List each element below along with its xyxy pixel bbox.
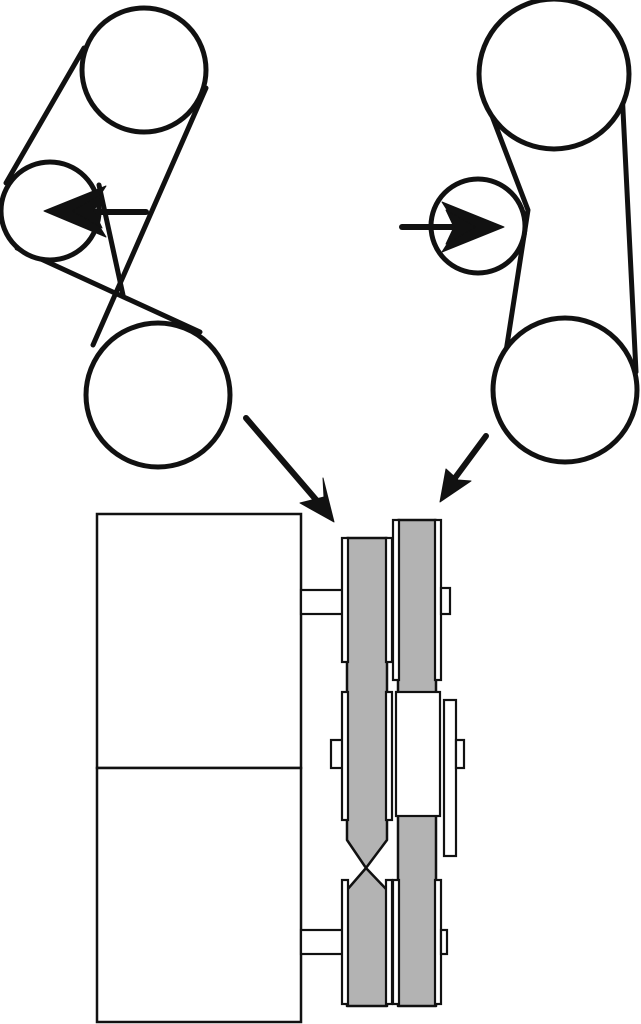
side-view-assembly bbox=[95, 512, 466, 1024]
left-middle-flange-r bbox=[384, 690, 394, 822]
upper-bolt-stub bbox=[439, 586, 452, 616]
motor-housing-upper bbox=[95, 512, 303, 770]
right-lower-flange-l bbox=[391, 878, 401, 1006]
tensioner-block bbox=[394, 690, 442, 818]
left-belt-cross bbox=[96, 182, 126, 298]
right-push-arrow bbox=[399, 201, 505, 253]
upper-shaft bbox=[299, 588, 347, 616]
left-top-pulley bbox=[79, 5, 209, 135]
pointer-arrow-left bbox=[243, 415, 335, 523]
right-top-pulley bbox=[476, 0, 632, 152]
tensioner-stub bbox=[454, 738, 466, 770]
left-upper-flange-r bbox=[384, 536, 394, 664]
lower-bolt-stub bbox=[439, 928, 449, 956]
left-bottom-pulley bbox=[83, 320, 233, 470]
left-middle-flange-l bbox=[340, 690, 350, 822]
right-belt-drive bbox=[399, 0, 640, 465]
left-push-arrow bbox=[43, 185, 149, 238]
left-lower-flange-r bbox=[384, 878, 394, 1006]
lower-shaft bbox=[299, 928, 347, 956]
pointer-arrow-right bbox=[439, 433, 489, 503]
right-upper-flange-l bbox=[391, 518, 401, 682]
motor-housing-lower bbox=[95, 766, 303, 1024]
right-bottom-pulley bbox=[490, 315, 640, 465]
tensioner-arm bbox=[442, 698, 458, 858]
left-belt-drive bbox=[0, 5, 233, 470]
left-upper-flange-l bbox=[340, 536, 350, 664]
left-lower-flange-l bbox=[340, 878, 350, 1006]
crossed-belt bbox=[345, 536, 389, 1008]
